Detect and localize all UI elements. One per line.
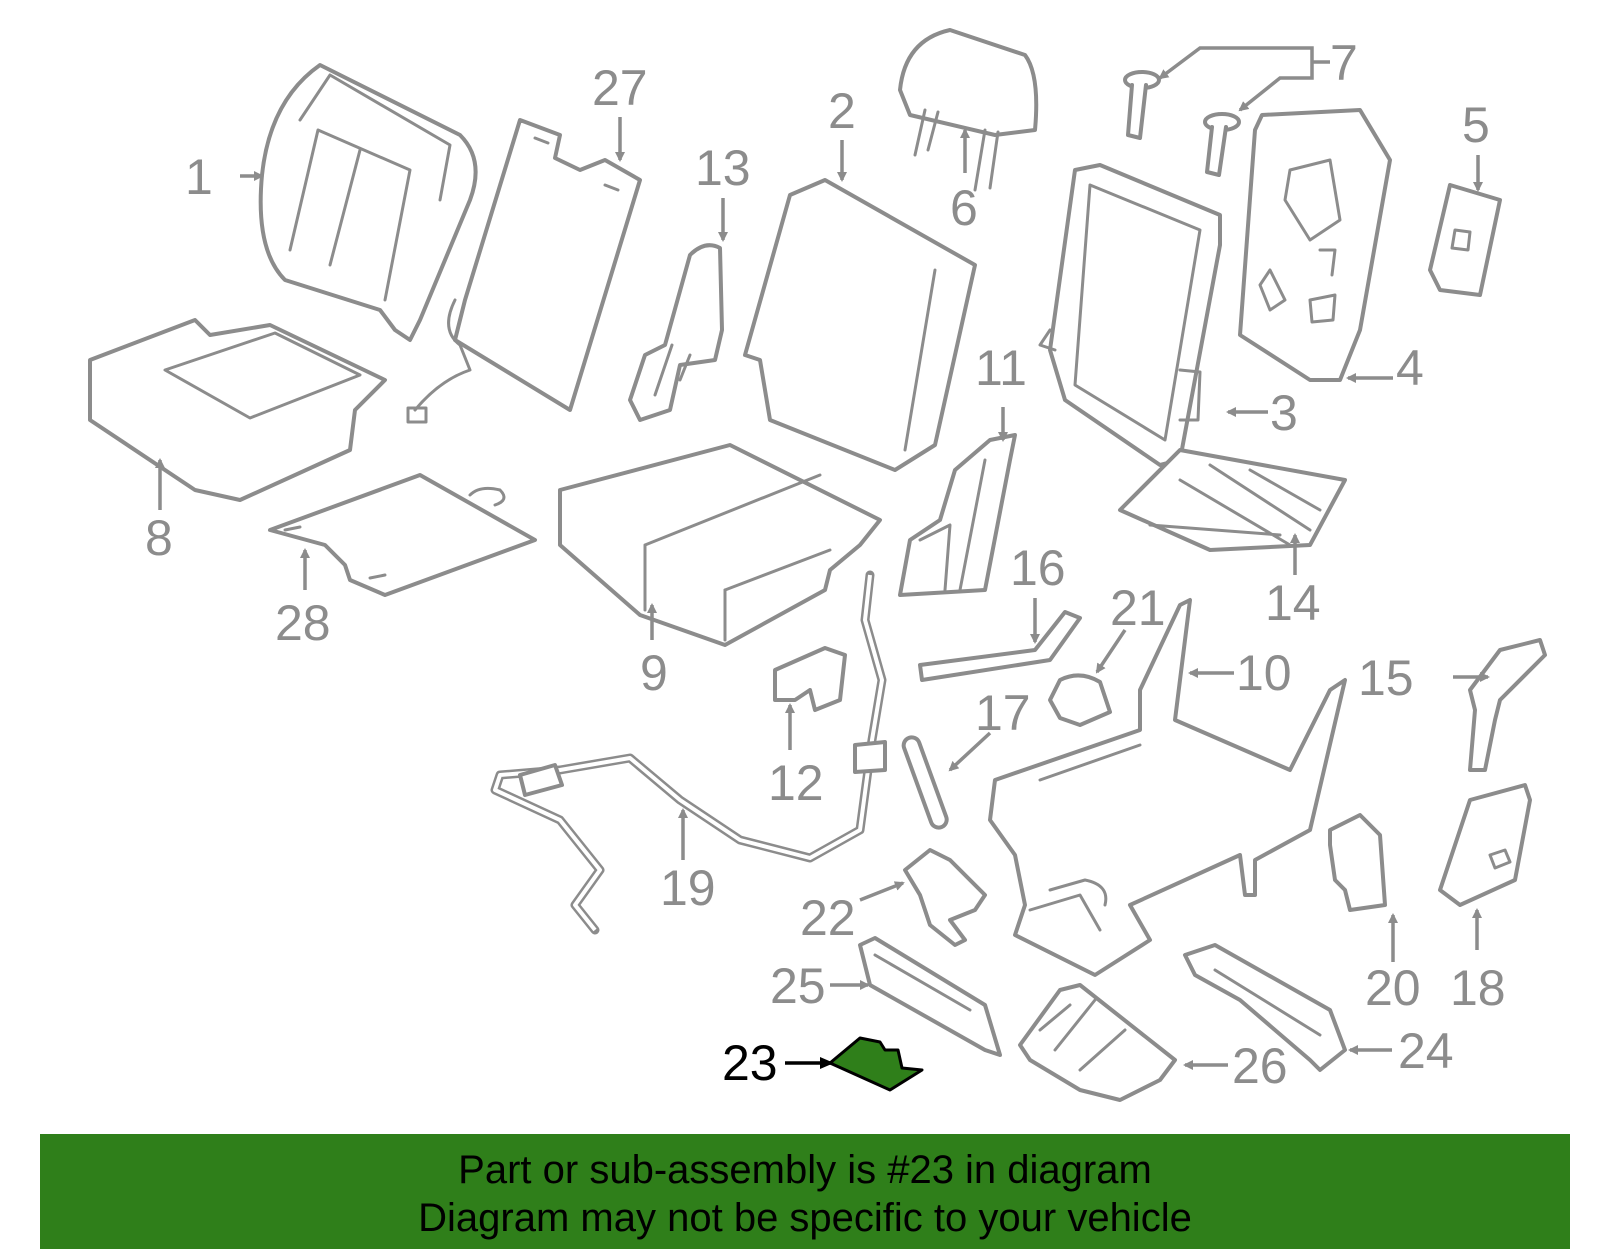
part-13-side-trim[interactable] bbox=[628, 243, 724, 422]
label-27: 27 bbox=[592, 60, 648, 116]
part-1-seat-back-cover[interactable] bbox=[258, 63, 478, 342]
label-24: 24 bbox=[1398, 1023, 1454, 1079]
label-3: 3 bbox=[1270, 385, 1298, 441]
label-2: 2 bbox=[828, 83, 856, 139]
label-12: 12 bbox=[768, 755, 824, 811]
label-16: 16 bbox=[1010, 540, 1066, 596]
label-19: 19 bbox=[660, 860, 716, 916]
part-11-side-shield[interactable] bbox=[898, 433, 1017, 597]
label-6: 6 bbox=[950, 180, 978, 236]
part-8-cushion-cover[interactable] bbox=[88, 318, 387, 502]
part-26-side-cover[interactable] bbox=[1018, 983, 1177, 1102]
label-18: 18 bbox=[1450, 960, 1506, 1016]
part-25-trim-panel[interactable] bbox=[858, 936, 1002, 1057]
label-11: 11 bbox=[975, 340, 1027, 396]
part-14-cover-panel[interactable] bbox=[1118, 448, 1347, 552]
label-23-highlighted: 23 bbox=[722, 1035, 778, 1091]
part-number-labels: 1 27 13 2 6 7 5 4 3 8 28 9 11 14 16 21 1… bbox=[145, 35, 1506, 1094]
part-23-highlighted[interactable] bbox=[828, 1036, 924, 1092]
leader-lines bbox=[155, 46, 1490, 1070]
banner-line-part: Part or sub-assembly is #23 in diagram bbox=[458, 1148, 1152, 1192]
label-8: 8 bbox=[145, 510, 173, 566]
label-7: 7 bbox=[1330, 35, 1358, 91]
part-4-back-support[interactable] bbox=[1238, 108, 1392, 382]
part-7-fasteners[interactable] bbox=[1123, 70, 1241, 177]
part-24-side-trim[interactable] bbox=[1183, 943, 1347, 1072]
part-12-bracket[interactable] bbox=[773, 646, 847, 712]
part-15-hinge-piece[interactable] bbox=[1468, 638, 1547, 772]
label-15: 15 bbox=[1358, 650, 1414, 706]
part-19-cable[interactable] bbox=[490, 570, 887, 935]
label-25: 25 bbox=[770, 958, 826, 1014]
label-4: 4 bbox=[1396, 340, 1424, 396]
label-9: 9 bbox=[640, 645, 668, 701]
label-22: 22 bbox=[800, 890, 856, 946]
banner-line-disclaimer: Diagram may not be specific to your vehi… bbox=[418, 1196, 1192, 1240]
label-14: 14 bbox=[1265, 575, 1321, 631]
part-18-shield[interactable] bbox=[1438, 783, 1532, 907]
part-22-bracket[interactable] bbox=[903, 848, 987, 947]
label-17: 17 bbox=[975, 685, 1031, 741]
part-10-seat-frame[interactable] bbox=[988, 598, 1347, 977]
part-5-trim-piece[interactable] bbox=[1428, 183, 1502, 297]
label-28: 28 bbox=[275, 595, 331, 651]
part-2-seat-back-pad[interactable] bbox=[743, 178, 977, 472]
part-3-seat-back-frame[interactable] bbox=[1038, 163, 1222, 467]
part-27-back-panel[interactable] bbox=[406, 118, 642, 424]
label-10: 10 bbox=[1236, 645, 1292, 701]
label-1: 1 bbox=[185, 149, 213, 205]
label-26: 26 bbox=[1232, 1038, 1288, 1094]
label-5: 5 bbox=[1462, 97, 1490, 153]
part-20-bracket[interactable] bbox=[1328, 813, 1387, 912]
part-21-cap[interactable] bbox=[1048, 673, 1112, 727]
label-13: 13 bbox=[695, 140, 751, 196]
label-20: 20 bbox=[1365, 960, 1421, 1016]
part-9-seat-cushion-pad[interactable] bbox=[558, 443, 882, 647]
label-21: 21 bbox=[1110, 580, 1166, 636]
part-17-pin[interactable] bbox=[901, 735, 949, 830]
part-6-headrest[interactable] bbox=[898, 28, 1039, 192]
part-16-rod[interactable] bbox=[918, 610, 1082, 682]
part-28-cushion-panel[interactable] bbox=[268, 473, 537, 597]
info-banner: Part or sub-assembly is #23 in diagram D… bbox=[40, 1134, 1570, 1249]
